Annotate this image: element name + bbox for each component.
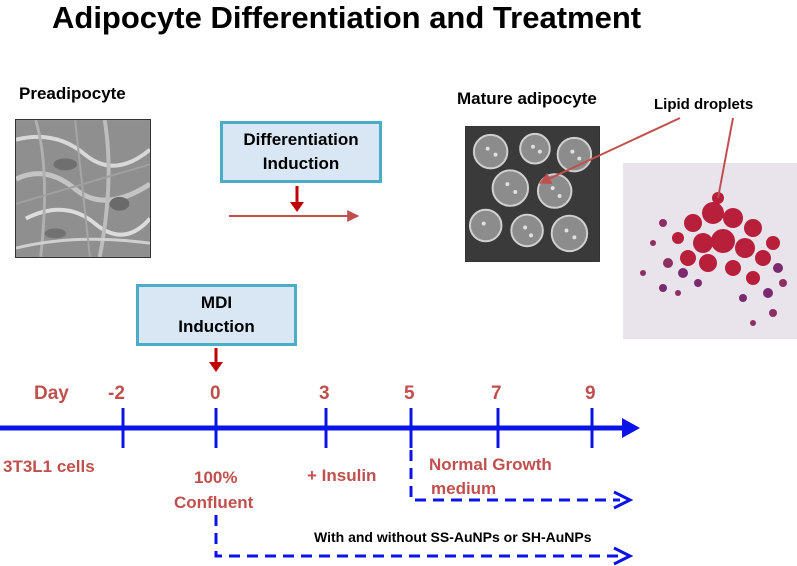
differentiation-induction-box: Differentiation Induction (220, 121, 382, 183)
preadipocyte-micrograph (15, 119, 151, 258)
treatment-label: With and without SS-AuNPs or SH-AuNPs (314, 529, 592, 545)
diagram-title: Adipocyte Differentiation and Treatment (52, 0, 642, 35)
lipid-pointer-to-micrograph (538, 117, 681, 184)
treatment-bracket (214, 515, 620, 558)
lipid-pointer-to-stain (717, 117, 734, 199)
insulin-label: + Insulin (307, 466, 377, 485)
day-tick-label: 5 (404, 383, 415, 404)
day-tick-label: 0 (210, 383, 221, 404)
day-tick-label: -2 (108, 383, 125, 404)
mdi-line-2: Induction (178, 317, 255, 336)
differentiation-line-2: Induction (262, 154, 340, 173)
growth-medium-line-2: medium (431, 479, 497, 498)
differentiation-line-1: Differentiation (243, 130, 359, 149)
day-label: Day (34, 383, 69, 404)
oil-red-o-stained-adipocyte (623, 163, 797, 339)
lipid-droplets-label: Lipid droplets (654, 96, 754, 113)
day-tick-label: 7 (491, 383, 502, 404)
confluent-label: 100% (190, 468, 266, 488)
confluent-line-1: 100% (194, 468, 238, 487)
mature-adipocyte-micrograph (465, 126, 600, 262)
growth-medium-bracket (409, 450, 620, 502)
confluent-line-2: Confluent (174, 493, 254, 512)
day-tick-label: 9 (585, 383, 596, 404)
cells-label: 3T3L1 cells (3, 457, 95, 476)
day-tick-label: 3 (319, 383, 330, 404)
mdi-line-1: MDI (200, 293, 233, 312)
mature-adipocyte-label: Mature adipocyte (457, 89, 597, 108)
growth-medium-line-1: Normal Growth (429, 455, 552, 474)
preadipocyte-label: Preadipocyte (19, 84, 126, 103)
mdi-induction-box: MDI Induction (136, 284, 297, 346)
